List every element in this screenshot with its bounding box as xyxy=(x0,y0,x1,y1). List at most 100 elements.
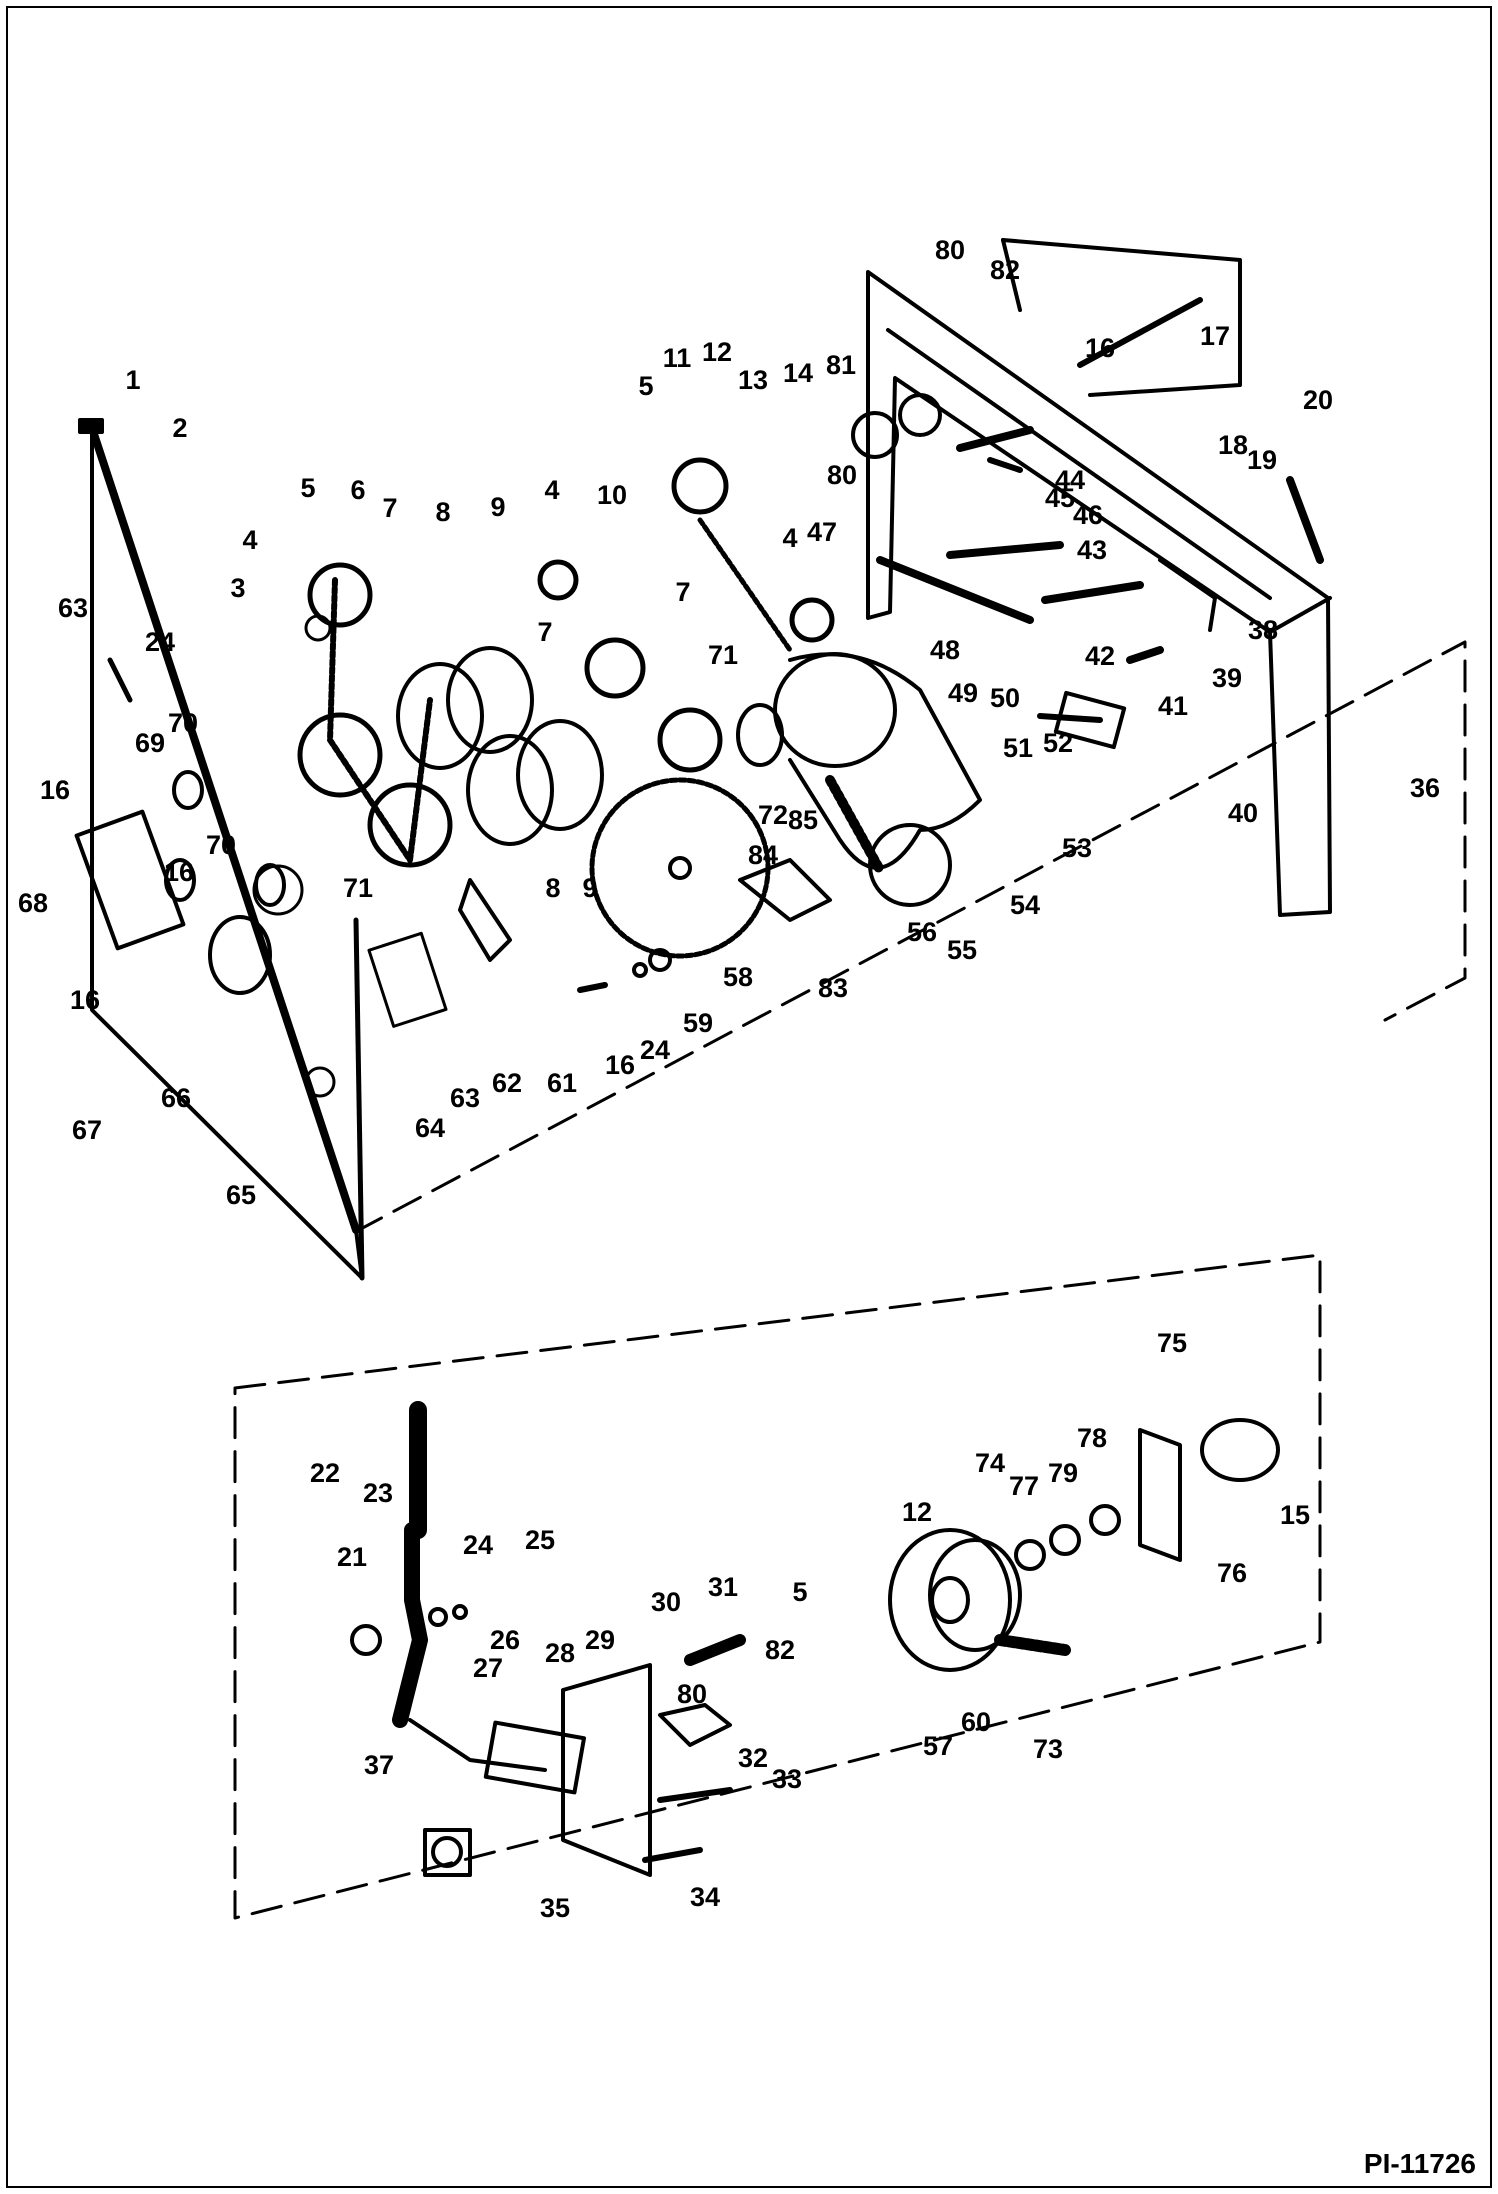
part-callout-10: 10 xyxy=(597,480,627,510)
part-callout-46: 46 xyxy=(1073,500,1103,530)
part-callout-33: 33 xyxy=(772,1764,802,1794)
left-sprocket-group xyxy=(297,562,453,868)
part-callout-61: 61 xyxy=(547,1068,577,1098)
part-callout-25: 25 xyxy=(525,1525,555,1555)
part-callout-5: 5 xyxy=(300,473,315,503)
part-callout-63: 63 xyxy=(58,593,88,623)
part-callout-15: 15 xyxy=(1280,1500,1310,1530)
part-callout-52: 52 xyxy=(1043,728,1073,758)
part-callout-11: 11 xyxy=(663,343,692,373)
part-callout-22: 22 xyxy=(310,1458,340,1488)
lower-assembly-dashed-outline xyxy=(233,1253,1322,1920)
part-callout-66: 66 xyxy=(161,1083,191,1113)
part-callout-9: 9 xyxy=(582,873,597,903)
part-callout-40: 40 xyxy=(1228,798,1258,828)
middle-sprockets xyxy=(537,457,835,773)
part-callout-84: 84 xyxy=(748,840,778,870)
part-callout-58: 58 xyxy=(723,962,753,992)
part-callout-47: 47 xyxy=(807,517,837,547)
part-callout-31: 31 xyxy=(708,1572,738,1602)
part-callout-9: 9 xyxy=(490,492,505,522)
part-callout-54: 54 xyxy=(1010,890,1040,920)
part-callout-44: 44 xyxy=(1055,465,1085,495)
part-callout-83: 83 xyxy=(818,973,848,1003)
part-callout-2: 2 xyxy=(172,413,187,443)
part-callout-16: 16 xyxy=(70,985,100,1015)
part-callout-49: 49 xyxy=(948,678,978,708)
part-callout-4: 4 xyxy=(544,475,559,505)
part-callout-56: 56 xyxy=(907,917,937,947)
part-callout-20: 20 xyxy=(1303,385,1333,415)
part-callout-7: 7 xyxy=(675,577,690,607)
part-callout-16: 16 xyxy=(1085,333,1115,363)
part-callout-39: 39 xyxy=(1212,663,1242,693)
part-callout-78: 78 xyxy=(1077,1423,1107,1453)
part-callout-8: 8 xyxy=(435,497,450,527)
part-callout-21: 21 xyxy=(337,1542,367,1572)
part-callout-57: 57 xyxy=(923,1731,953,1761)
part-callout-27: 27 xyxy=(473,1653,503,1683)
part-callout-70: 70 xyxy=(168,708,198,738)
part-callout-55: 55 xyxy=(947,935,977,965)
part-callout-53: 53 xyxy=(1062,833,1092,863)
lower-middle-parts xyxy=(458,858,832,993)
machine-frame xyxy=(866,238,1332,917)
part-callout-43: 43 xyxy=(1077,535,1107,565)
part-callout-63: 63 xyxy=(450,1083,480,1113)
part-callout-85: 85 xyxy=(788,805,818,835)
part-callout-4: 4 xyxy=(782,523,797,553)
page-border xyxy=(6,6,1492,2188)
part-callout-69: 69 xyxy=(135,728,165,758)
part-callout-5: 5 xyxy=(638,371,653,401)
part-callout-72: 72 xyxy=(758,800,788,830)
part-callout-3: 3 xyxy=(230,573,245,603)
part-callout-12: 12 xyxy=(702,337,732,367)
part-callout-26: 26 xyxy=(490,1625,520,1655)
part-callout-65: 65 xyxy=(226,1180,256,1210)
part-callout-80: 80 xyxy=(677,1679,707,1709)
upper-right-hardware xyxy=(851,393,1217,750)
part-callout-29: 29 xyxy=(585,1625,615,1655)
side-panel xyxy=(78,418,448,1281)
part-callout-34: 34 xyxy=(690,1882,720,1912)
part-callout-36: 36 xyxy=(1410,773,1440,803)
part-callout-14: 14 xyxy=(783,358,813,388)
part-callout-60: 60 xyxy=(961,1707,991,1737)
part-callout-79: 79 xyxy=(1048,1458,1078,1488)
part-callout-76: 76 xyxy=(1217,1558,1247,1588)
large-sprocket xyxy=(589,777,771,959)
part-callout-71: 71 xyxy=(343,873,373,903)
part-callout-19: 19 xyxy=(1247,445,1277,475)
part-callout-75: 75 xyxy=(1157,1328,1187,1358)
part-callout-16: 16 xyxy=(164,857,194,887)
upper-assembly-dashed-outline xyxy=(353,640,1467,1234)
part-callout-81: 81 xyxy=(826,350,856,380)
part-callout-38: 38 xyxy=(1248,615,1278,645)
part-callout-6: 6 xyxy=(350,475,365,505)
part-callout-12: 12 xyxy=(902,1497,932,1527)
part-callout-7: 7 xyxy=(537,617,552,647)
part-callout-16: 16 xyxy=(605,1050,635,1080)
part-callout-41: 41 xyxy=(1158,691,1188,721)
part-callout-50: 50 xyxy=(990,683,1020,713)
part-callout-30: 30 xyxy=(651,1587,681,1617)
left-panel-hardware xyxy=(74,657,286,995)
part-callout-74: 74 xyxy=(975,1448,1005,1478)
part-callout-82: 82 xyxy=(990,255,1020,285)
part-callout-17: 17 xyxy=(1200,321,1230,351)
part-callout-28: 28 xyxy=(545,1638,575,1668)
part-callout-77: 77 xyxy=(1009,1471,1039,1501)
lower-assembly xyxy=(350,1401,1280,1877)
part-callout-23: 23 xyxy=(363,1478,393,1508)
part-callout-45: 45 xyxy=(1045,483,1075,513)
part-callout-18: 18 xyxy=(1218,430,1248,460)
part-callout-82: 82 xyxy=(765,1635,795,1665)
part-callout-35: 35 xyxy=(540,1893,570,1923)
part-callout-1: 1 xyxy=(125,365,140,395)
part-callout-16: 16 xyxy=(40,775,70,805)
part-callout-13: 13 xyxy=(738,365,768,395)
part-callout-4: 4 xyxy=(242,525,257,555)
